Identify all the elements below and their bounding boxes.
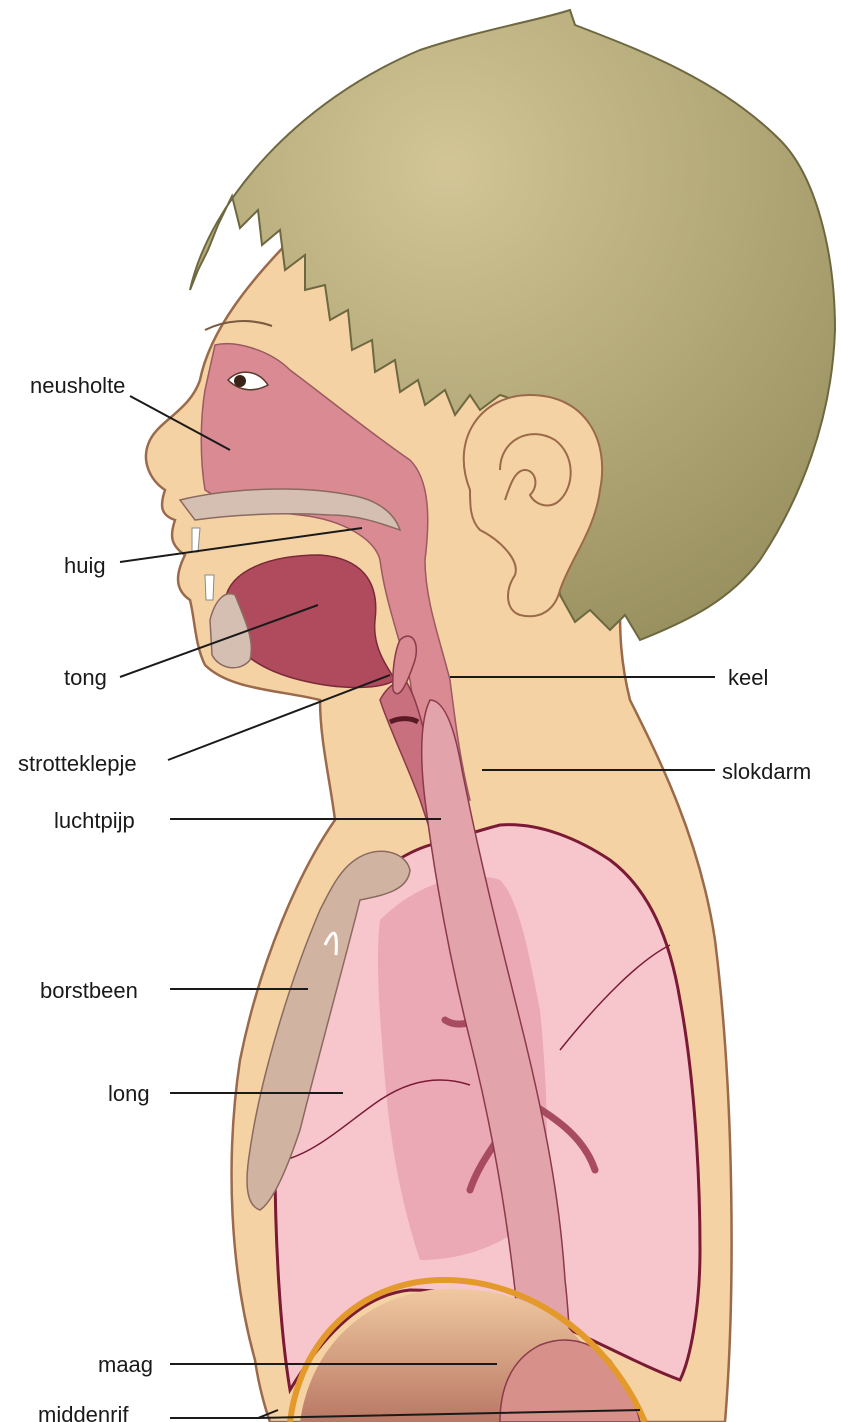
- label-borstbeen: borstbeen: [40, 978, 138, 1003]
- label-neusholte: neusholte: [30, 373, 125, 398]
- pupil: [234, 375, 246, 387]
- label-slokdarm: slokdarm: [722, 759, 811, 784]
- label-strotteklepje: strotteklepje: [18, 751, 137, 776]
- label-long: long: [108, 1081, 150, 1106]
- label-luchtpijp: luchtpijp: [54, 808, 135, 833]
- label-maag: maag: [98, 1352, 153, 1377]
- label-keel: keel: [728, 665, 768, 690]
- label-tong: tong: [64, 665, 107, 690]
- lower-tooth: [205, 575, 214, 600]
- label-huig: huig: [64, 553, 106, 578]
- upper-tooth: [192, 528, 200, 552]
- label-middenrif: middenrif: [38, 1402, 129, 1422]
